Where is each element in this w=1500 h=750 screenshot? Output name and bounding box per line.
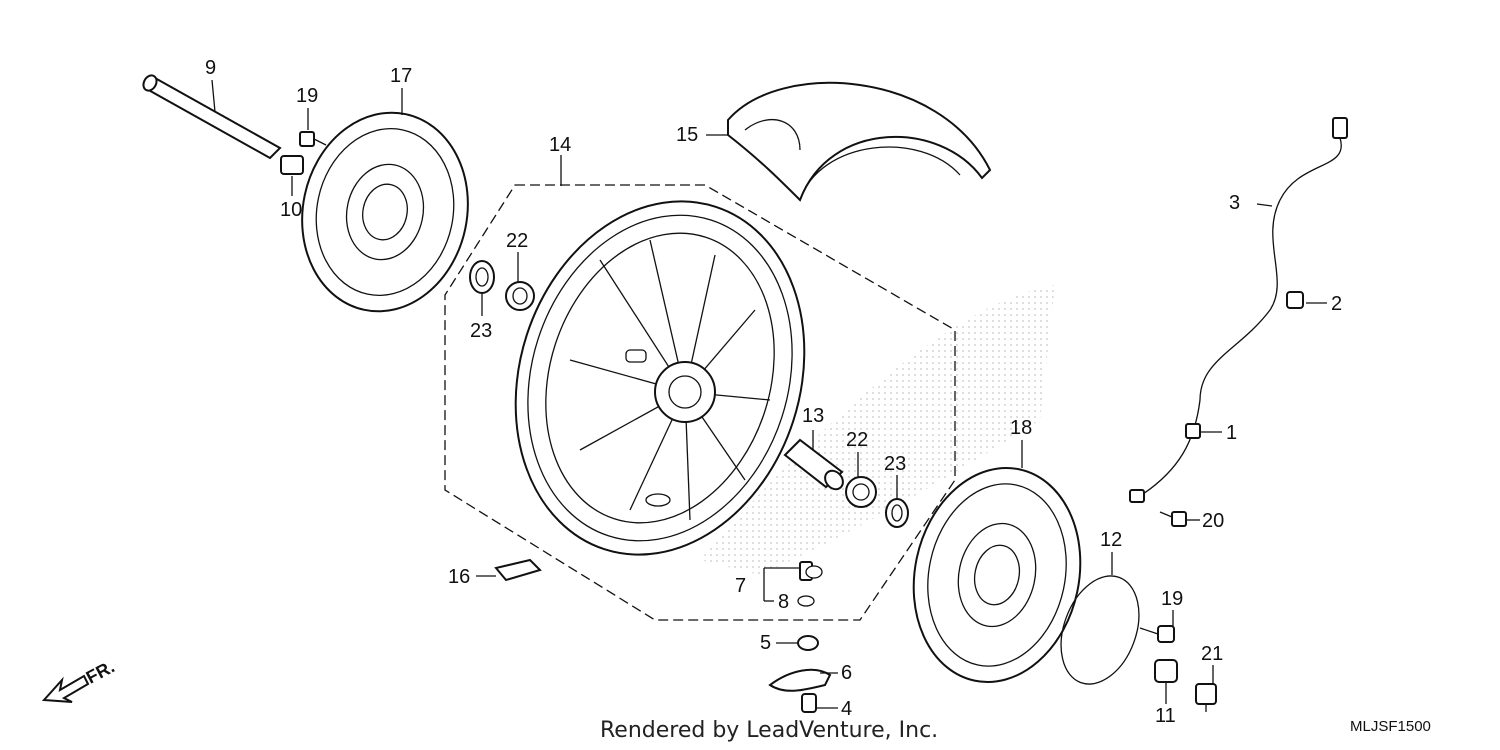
valve-7: [799, 561, 823, 581]
callout-6: 6: [841, 662, 853, 684]
callout-7: 7: [735, 575, 747, 597]
bolt-20: [1159, 511, 1187, 527]
callout-22-bottom: 22: [846, 429, 869, 451]
watermark-wing: [700, 285, 1055, 575]
front-direction-arrow: [41, 674, 90, 703]
callout-19-right: 19: [1161, 588, 1184, 610]
callout-18: 18: [1010, 417, 1033, 439]
wheel-assembly-outline: [444, 184, 956, 621]
callout-22-top: 22: [506, 230, 529, 252]
plate-6: [768, 668, 832, 692]
leader-lines: [211, 79, 1327, 709]
pulser-ring-12: [1060, 575, 1140, 685]
callout-2: 2: [1331, 293, 1343, 315]
callout-17: 17: [390, 65, 413, 87]
callout-1: 1: [1226, 422, 1238, 444]
wheel: [514, 200, 806, 556]
callout-15: 15: [676, 124, 699, 146]
balance-weight-16: [494, 558, 542, 582]
tire: [727, 81, 992, 202]
diagram-code: MLJSF1500: [1350, 718, 1431, 735]
brake-disc-17: [301, 111, 469, 313]
nut-5: [797, 635, 819, 651]
callout-8: 8: [778, 591, 790, 613]
bolt-21: [1195, 683, 1217, 712]
collar-10: [280, 155, 304, 175]
bearing-22-top: [505, 281, 535, 311]
o-ring-8: [797, 595, 815, 607]
callout-13: 13: [802, 405, 825, 427]
callout-11: 11: [1155, 705, 1176, 727]
callout-16: 16: [448, 566, 471, 588]
brake-disc-18: [912, 466, 1082, 684]
render-credit: Rendered by LeadVenture, Inc.: [600, 718, 939, 743]
callout-5: 5: [760, 632, 772, 654]
clamp-2: [1286, 291, 1304, 309]
callout-10: 10: [280, 199, 303, 221]
wheel-speed-sensor-3: [1129, 117, 1348, 503]
callout-12: 12: [1100, 529, 1123, 551]
callout-14: 14: [549, 134, 572, 156]
collar-11: [1154, 659, 1178, 683]
axle: [142, 74, 282, 160]
grommet-4: [801, 693, 817, 713]
callout-3: 3: [1229, 192, 1241, 214]
callout-20: 20: [1202, 510, 1225, 532]
bolt-19-top: [299, 131, 327, 147]
callout-19-top: 19: [296, 85, 319, 107]
bolt-19-right: [1139, 625, 1175, 643]
callout-4: 4: [841, 698, 853, 720]
callout-9: 9: [205, 57, 217, 79]
callout-23-bottom: 23: [884, 453, 907, 475]
bearing-22-bottom: [845, 476, 877, 508]
spacer-13: [783, 438, 844, 491]
grommet-1: [1185, 423, 1201, 439]
callout-21: 21: [1201, 643, 1224, 665]
callout-23-top: 23: [470, 320, 493, 342]
